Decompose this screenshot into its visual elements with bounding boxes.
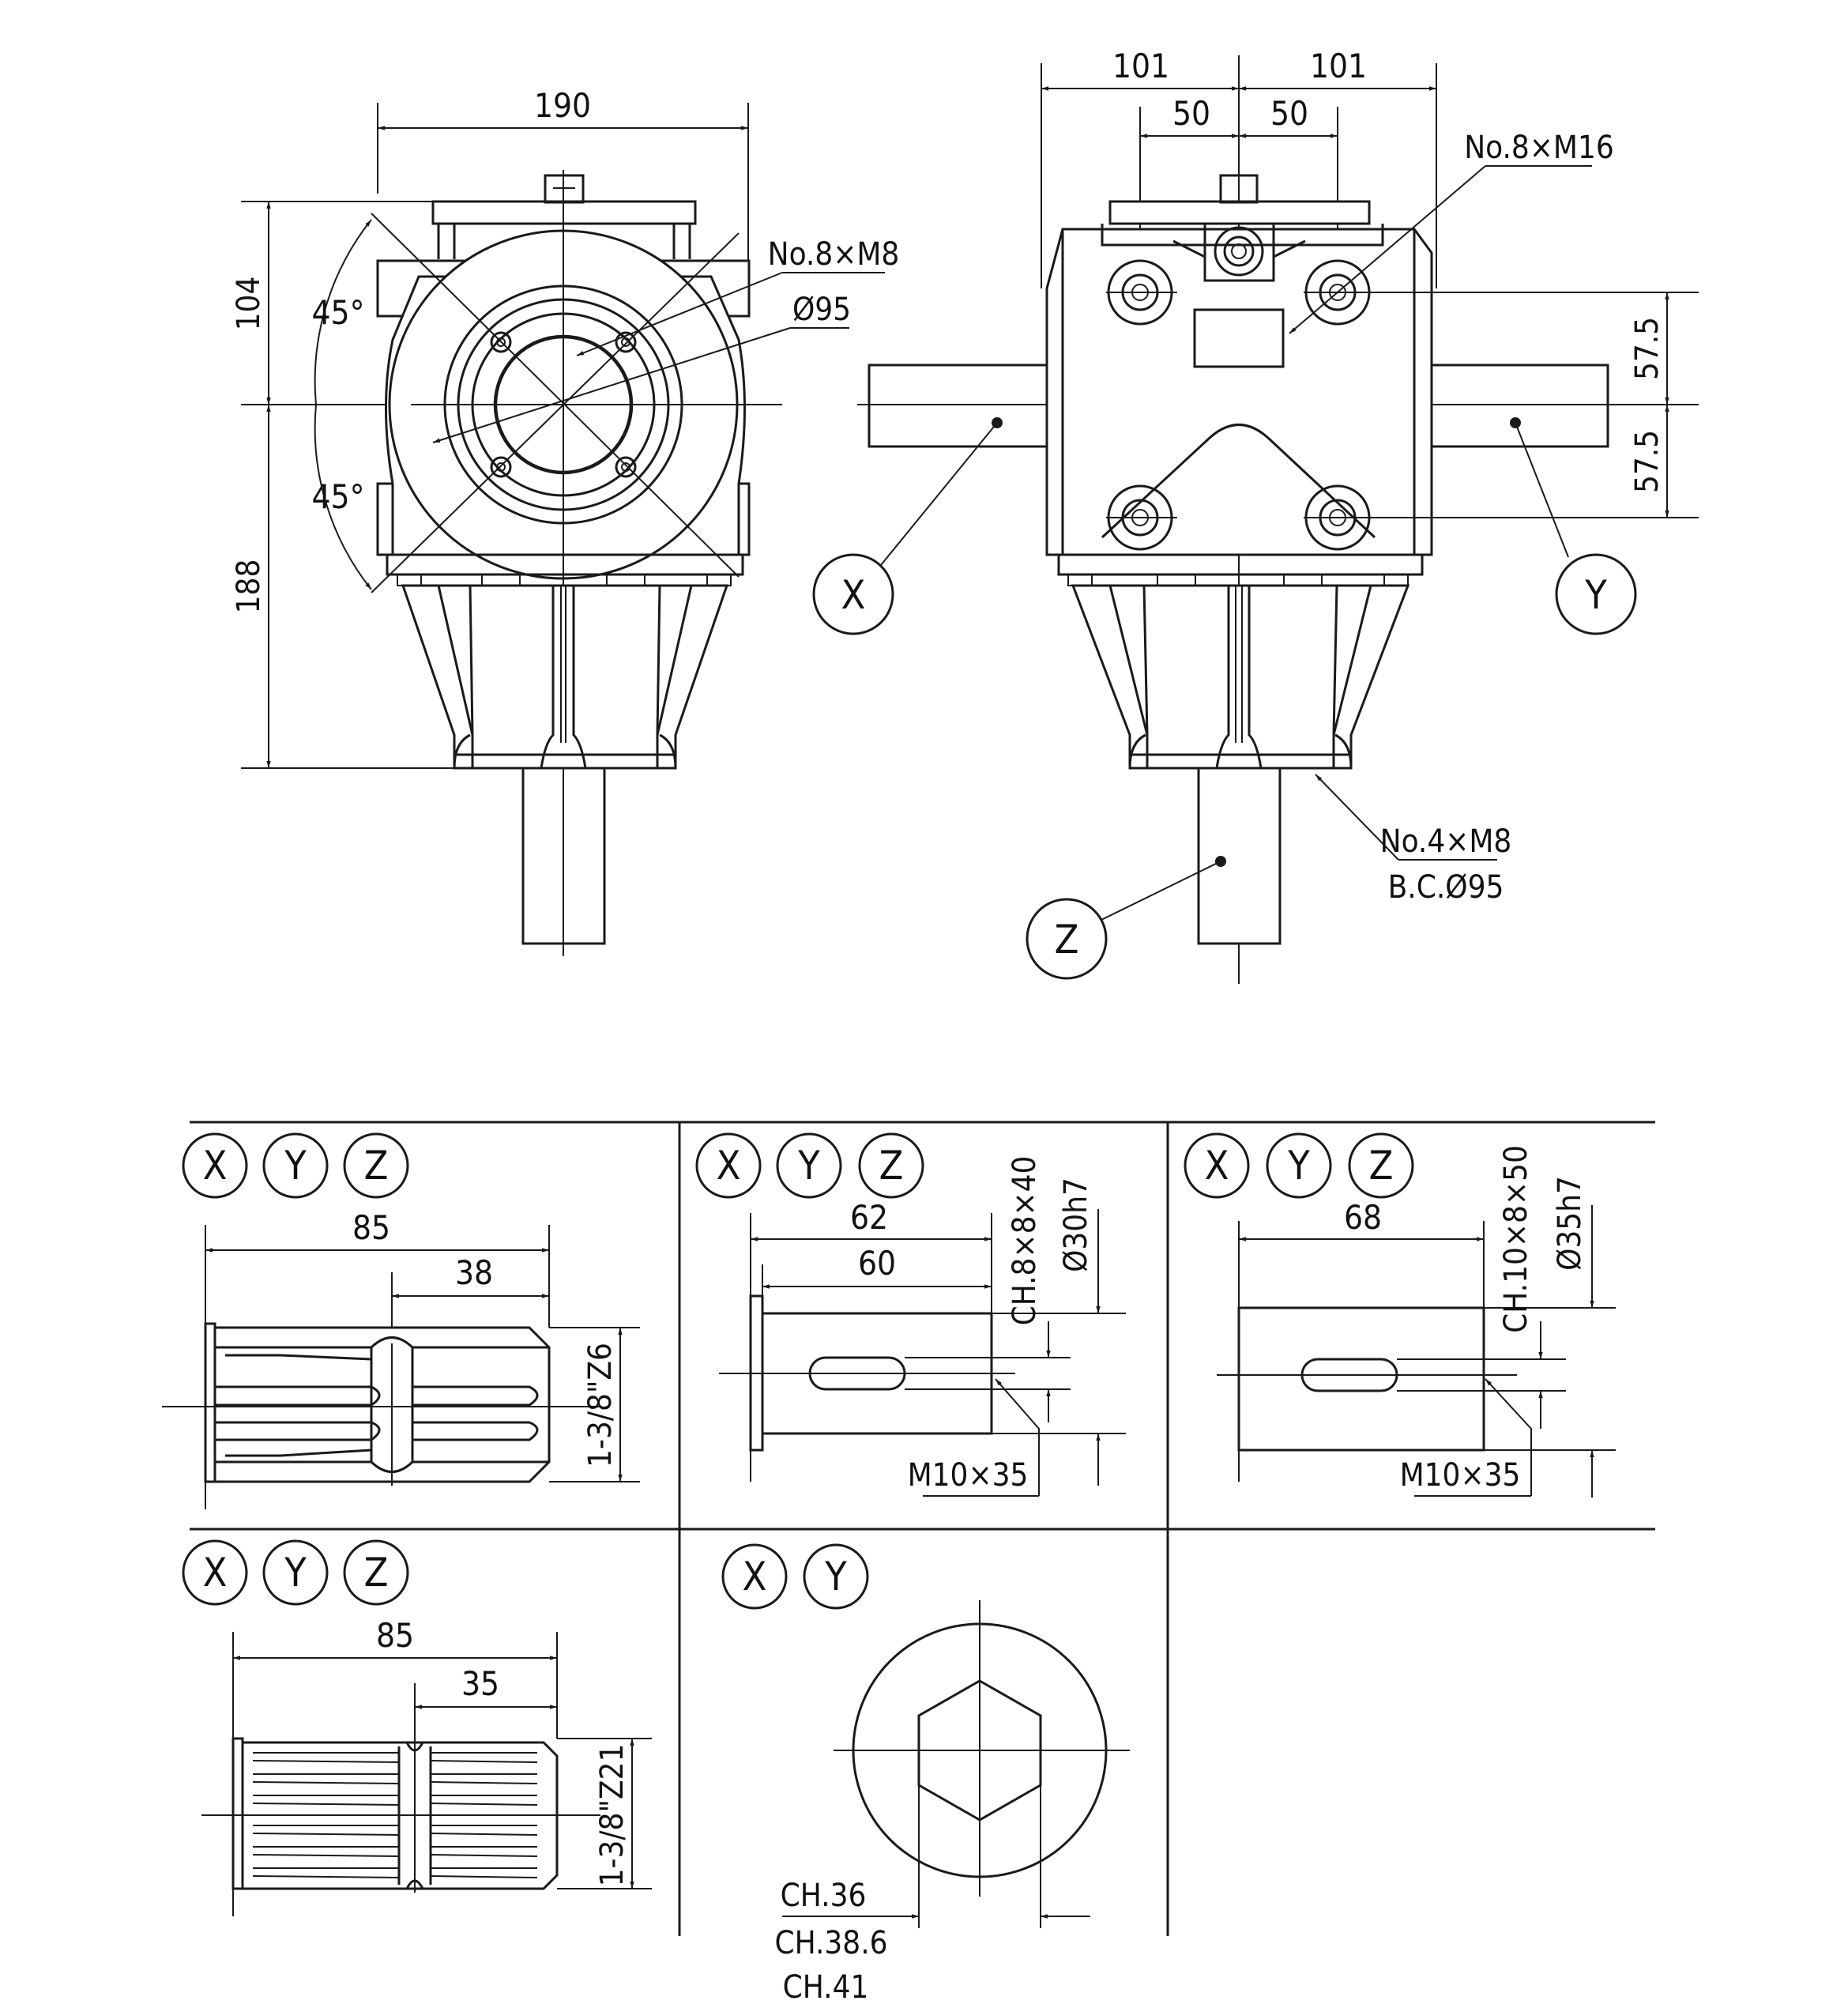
detail-3-tag-z: Z — [1369, 1143, 1394, 1189]
detail-4-tag-z: Z — [364, 1550, 389, 1595]
detail-grid — [190, 1121, 1655, 1936]
detail-2-key-dim: 60 — [858, 1244, 896, 1283]
detail-3-diameter: Ø35h7 — [1552, 1176, 1588, 1271]
side-bottom-bolt-callout: No.4×M8 — [1380, 823, 1512, 860]
shaft-tag-y: Y — [1584, 572, 1607, 618]
side-right-outer-dim: 101 — [1310, 47, 1367, 85]
detail-3-key-spec: CH.10×8×50 — [1498, 1145, 1534, 1333]
front-bolt-callout: No.8×M8 — [768, 236, 900, 273]
detail-2-key-spec: CH.8×8×40 — [1007, 1156, 1043, 1326]
detail-1-spline-dim: 38 — [455, 1253, 493, 1292]
front-angle-upper: 45° — [312, 293, 365, 332]
side-right-inner-dim: 50 — [1270, 94, 1308, 133]
detail-4-spec: 1-3/8"Z21 — [594, 1744, 630, 1887]
side-bottom-bc-callout: B.C.Ø95 — [1388, 869, 1504, 906]
side-upper-offset-dim: 57.5 — [1629, 317, 1665, 380]
detail-5-tag-y: Y — [824, 1554, 847, 1599]
detail-2-tag-x: X — [717, 1143, 741, 1189]
detail-1-tag-y: Y — [284, 1143, 307, 1189]
detail-3-tag-x: X — [1205, 1143, 1229, 1189]
front-lower-height-dim: 188 — [231, 559, 267, 614]
front-width-dim: 190 — [534, 86, 591, 125]
side-bolt-callout: No.8×M16 — [1464, 130, 1614, 166]
detail-spline-z6: X Y Z 85 38 1-3/8"Z6 — [162, 1132, 640, 1509]
detail-4-spline-dim: 35 — [461, 1664, 499, 1703]
front-upper-height-dim: 104 — [231, 277, 267, 331]
detail-1-tag-z: Z — [364, 1143, 389, 1189]
detail-4-tag-x: X — [203, 1550, 228, 1595]
front-angle-lower: 45° — [312, 477, 365, 516]
detail-5-tag-x: X — [743, 1554, 767, 1599]
front-view: 190 104 188 45° 45° — [231, 86, 899, 956]
side-lower-offset-dim: 57.5 — [1629, 430, 1665, 493]
detail-5-size-2: CH.38.6 — [774, 1925, 887, 1961]
detail-5-size-3: CH.41 — [783, 1969, 869, 2006]
detail-3-length-dim: 68 — [1344, 1198, 1382, 1237]
shaft-tag-x: X — [841, 572, 866, 618]
detail-2-tag-y: Y — [797, 1143, 820, 1189]
detail-3-thread: M10×35 — [1400, 1457, 1521, 1494]
detail-5-size-1: CH.36 — [781, 1878, 867, 1914]
detail-1-spec: 1-3/8"Z6 — [582, 1343, 619, 1467]
detail-hex-bore: X Y CH.36 CH.38.6 CH.41 — [721, 1543, 1130, 2006]
detail-spline-z21: X Y Z 85 35 — [182, 1539, 652, 1916]
detail-3-tag-y: Y — [1287, 1143, 1310, 1189]
detail-2-length-dim: 62 — [850, 1198, 888, 1237]
detail-keyed-30: X Y Z 62 60 CH.8×8×40 Ø30h7 M10×35 — [695, 1132, 1126, 1497]
detail-2-diameter: Ø30h7 — [1058, 1177, 1094, 1272]
shaft-tag-z: Z — [1055, 917, 1079, 963]
side-left-inner-dim: 50 — [1172, 94, 1210, 133]
detail-1-length-dim: 85 — [352, 1208, 390, 1247]
side-view: 101 101 50 50 — [812, 47, 1699, 984]
detail-4-length-dim: 85 — [376, 1616, 414, 1655]
front-diameter-callout: Ø95 — [792, 292, 851, 328]
side-left-outer-dim: 101 — [1112, 47, 1169, 85]
detail-1-tag-x: X — [203, 1143, 228, 1189]
detail-keyed-35: X Y Z 68 CH.10×8×50 Ø35h7 M10×35 — [1184, 1132, 1616, 1498]
front-bolt-holes — [490, 331, 637, 478]
detail-4-tag-y: Y — [284, 1550, 307, 1595]
detail-2-tag-z: Z — [879, 1143, 904, 1189]
detail-2-thread: M10×35 — [908, 1457, 1029, 1494]
